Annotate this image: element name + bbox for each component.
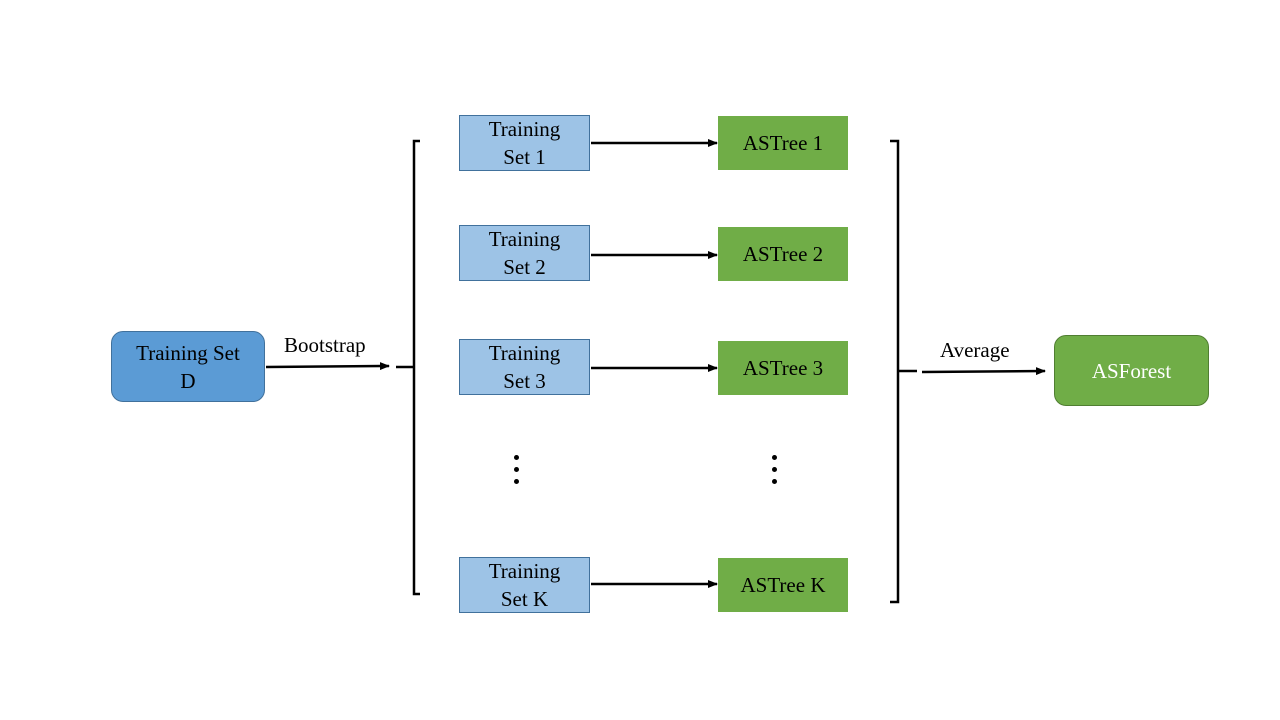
training-set-1-label: Training Set 1 — [488, 117, 561, 169]
training-set-d-label: Training Set D — [136, 340, 240, 393]
astree-1-label: ASTree 1 — [742, 131, 824, 155]
left-brace — [412, 139, 420, 596]
right-brace — [890, 139, 900, 604]
average-arrow — [921, 367, 1046, 376]
astree-1-node: ASTree 1 — [718, 116, 848, 170]
training-set-3-node: Training Set 3 — [459, 339, 590, 395]
astree-3-node: ASTree 3 — [718, 341, 848, 395]
astree-3-label: ASTree 3 — [742, 356, 824, 380]
asforest-label: ASForest — [1091, 358, 1172, 383]
astree-2-label: ASTree 2 — [742, 242, 824, 266]
training-set-2-node: Training Set 2 — [459, 225, 590, 281]
asforest-node: ASForest — [1054, 335, 1209, 406]
bootstrap-label: Bootstrap — [284, 333, 366, 357]
training-set-k-label: Training Set K — [488, 559, 561, 611]
training-set-d-node: Training Set D — [111, 331, 265, 402]
vertical-ellipsis-icon — [771, 455, 779, 491]
astree-k-node: ASTree K — [718, 558, 848, 612]
astree-k-label: ASTree K — [740, 573, 826, 597]
training-set-2-label: Training Set 2 — [488, 227, 561, 279]
vertical-ellipsis-icon — [513, 455, 521, 491]
training-set-3-label: Training Set 3 — [488, 341, 561, 393]
average-label: Average — [940, 338, 1010, 362]
training-set-k-node: Training Set K — [459, 557, 590, 613]
bootstrap-arrow — [265, 362, 390, 371]
training-set-1-node: Training Set 1 — [459, 115, 590, 171]
astree-2-node: ASTree 2 — [718, 227, 848, 281]
